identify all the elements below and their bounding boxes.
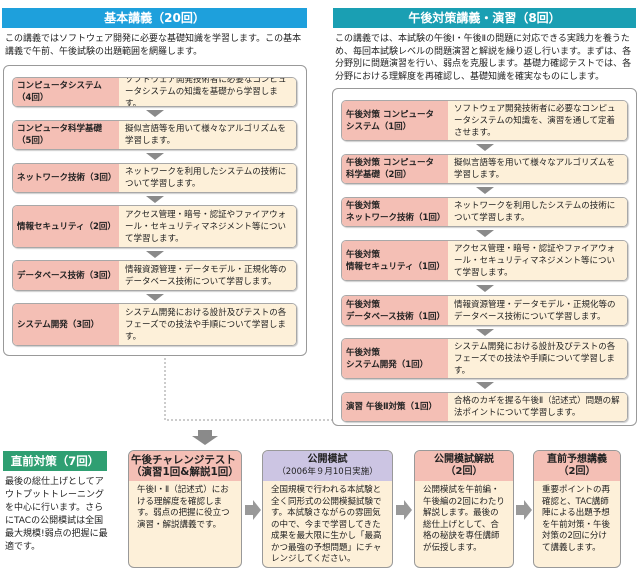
course-row: 演習 午後Ⅱ対策（1回）合格のカギを握る午後Ⅱ（記述式）問題の解法ポイントについ… xyxy=(341,392,628,422)
step-body: 全国規模で行われる本試験と全く同形式の公開模擬試験です。本試験さながらの雰囲気の… xyxy=(271,485,382,564)
arrow-down-icon xyxy=(145,195,164,203)
course-row: 午後対策 ネットワーク技術（1回）ネットワークを利用したシステムの技術について学… xyxy=(341,197,628,227)
course-description: 情報資源管理・データモデル・正規化等のデータベース技術について学習します。 xyxy=(119,261,296,290)
step-public-mock-exam: 公開模試 （2006年９月10日実施） 全国規模で行われる本試験と全く同形式の公開… xyxy=(262,450,393,568)
course-label: 午後対策 情報セキュリティ（1回） xyxy=(342,241,448,280)
course-label: 午後対策 データベース技術（1回） xyxy=(342,296,448,325)
arrow-down-icon xyxy=(475,328,494,336)
step-title: 公開模試 xyxy=(307,454,348,465)
course-description: ネットワークを利用したシステムの技術について学習します。 xyxy=(119,164,296,192)
step-body: 公開模試を午前編・午後編の2回にわたり解説します。最後の総仕上げとして、合格の秘… xyxy=(423,485,505,553)
arrow-down-icon xyxy=(475,284,494,292)
basic-lecture-header: 基本講義（20回） xyxy=(2,8,307,28)
arrow-down-icon xyxy=(145,110,164,117)
afternoon-lecture-header: 午後対策講義・演習（8回） xyxy=(333,8,636,28)
step-title: 午後チャレンジテスト xyxy=(131,454,236,466)
course-label: 午後対策 ネットワーク技術（1回） xyxy=(342,198,448,226)
final-prep-intro: 最後の総仕上げとしてアウトプットトレーニングを中心に行います。さらにTACの公開… xyxy=(5,477,108,552)
arrow-down-icon xyxy=(475,187,494,194)
course-description: システム開発における設計及びテストの各フェーズでの技法や手順について学習します。 xyxy=(119,304,296,345)
step-title: 直前予想講義 xyxy=(547,454,607,465)
step-afternoon-challenge-test: 午後チャレンジテスト（演習1回&解説1回） 午後Ⅰ・Ⅱ（記述式）における理解度を… xyxy=(128,450,242,568)
course-row: システム開発（3回）システム開発における設計及びテストの各フェーズでの技法や手順… xyxy=(12,303,297,346)
step-subtitle: （2回） xyxy=(445,466,483,477)
arrow-down-icon xyxy=(475,230,494,237)
course-label: コンピュータシステム （4回） xyxy=(13,78,119,106)
arrow-down-icon xyxy=(475,382,494,389)
flow-connector-dotted xyxy=(164,358,332,445)
final-prep-header: 直前対策（7回） xyxy=(3,451,107,471)
course-row: 午後対策 システム開発（1回）システム開発における設計及びテストの各フェーズでの… xyxy=(341,338,628,379)
course-description: 合格のカギを握る午後Ⅱ（記述式）問題の解法ポイントについて学習します。 xyxy=(448,393,627,421)
arrow-down-icon xyxy=(475,144,494,151)
course-description: ソフトウェア開発技術者に必要なコンピュータシステムの知識を基礎から学習します。 xyxy=(119,78,296,106)
course-description: 擬似言語等を用いて様々なアルゴリズムを学習します。 xyxy=(448,155,627,183)
arrow-down-icon xyxy=(145,250,164,258)
course-description: 情報資源管理・データモデル・正規化等のデータベース技術について学習します。 xyxy=(448,296,627,325)
step-mock-exam-review: 公開模試解説（2回） 公開模試を午前編・午後編の2回にわたり解説します。最後の総… xyxy=(414,450,514,568)
course-label: ネットワーク技術（3回） xyxy=(13,164,119,192)
step-subtitle: （2006年９月10日実施） xyxy=(277,467,378,477)
arrow-right-icon xyxy=(245,500,261,520)
course-row: 午後対策 情報セキュリティ（1回）アクセス管理・暗号・認証やファイアウォール・セ… xyxy=(341,240,628,281)
course-row: コンピュータシステム （4回）ソフトウェア開発技術者に必要なコンピュータシステム… xyxy=(12,77,297,107)
course-row: 情報セキュリティ（2回）アクセス管理・暗号・認証やファイアウォール・セキュリティ… xyxy=(12,205,297,248)
arrow-down-icon xyxy=(145,293,164,301)
course-row: 午後対策 コンピュータ システム（1回）ソフトウェア開発技術者に必要なコンピュー… xyxy=(341,100,628,141)
arrow-right-icon xyxy=(396,500,412,520)
course-description: システム開発における設計及びテストの各フェーズでの技法や手順について学習します。 xyxy=(448,339,627,378)
course-label: 演習 午後Ⅱ対策（1回） xyxy=(342,393,448,421)
course-label: データベース技術（3回） xyxy=(13,261,119,290)
course-description: ネットワークを利用したシステムの技術について学習します。 xyxy=(448,198,627,226)
course-row: 午後対策 データベース技術（1回）情報資源管理・データモデル・正規化等のデータベ… xyxy=(341,295,628,326)
step-subtitle: （2回） xyxy=(558,466,596,477)
step-body: 重要ポイントの再確認と、TAC講師陣による出題予想を午前対策・午後対策の2回に分… xyxy=(542,485,611,553)
course-row: コンピュータ科学基礎 （5回）擬似言語等を用いて様々なアルゴリズムを学習します。 xyxy=(12,120,297,150)
step-body: 午後Ⅰ・Ⅱ（記述式）における理解度を確認します。弱点の把握に役立つ演習・解説講義… xyxy=(137,485,230,530)
afternoon-lecture-intro: この講義では、本試験の午後Ⅰ・午後Ⅱの問題に対応できる実践力を養うため、毎回本試… xyxy=(335,34,632,82)
step-final-prediction-lecture: 直前予想講義（2回） 重要ポイントの再確認と、TAC講師陣による出題予想を午前対… xyxy=(533,450,621,568)
course-label: コンピュータ科学基礎 （5回） xyxy=(13,121,119,149)
step-title: 公開模試解説 xyxy=(434,454,494,465)
course-label: 情報セキュリティ（2回） xyxy=(13,206,119,247)
course-description: 擬似言語等を用いて様々なアルゴリズムを学習します。 xyxy=(119,121,296,149)
course-label: 午後対策 システム開発（1回） xyxy=(342,339,448,378)
course-description: ソフトウェア開発技術者に必要なコンピュータシステムの知識を、演習を通して定着させ… xyxy=(448,101,627,140)
course-description: アクセス管理・暗号・認証やファイアウォール・セキュリティマネジメント等について学… xyxy=(119,206,296,247)
course-label: システム開発（3回） xyxy=(13,304,119,345)
course-row: データベース技術（3回）情報資源管理・データモデル・正規化等のデータベース技術に… xyxy=(12,260,297,291)
course-row: ネットワーク技術（3回）ネットワークを利用したシステムの技術について学習します。 xyxy=(12,163,297,193)
course-description: アクセス管理・暗号・認証やファイアウォール・セキュリティマネジメント等について学… xyxy=(448,241,627,280)
arrow-down-icon xyxy=(145,153,164,160)
course-row: 午後対策 コンピュータ 科学基礎（2回）擬似言語等を用いて様々なアルゴリズムを学… xyxy=(341,154,628,184)
course-label: 午後対策 コンピュータ 科学基礎（2回） xyxy=(342,155,448,183)
step-subtitle: （演習1回&解説1回） xyxy=(131,466,239,478)
arrow-right-icon xyxy=(516,500,532,520)
course-label: 午後対策 コンピュータ システム（1回） xyxy=(342,101,448,140)
basic-lecture-intro: この講義ではソフトウェア開発に必要な基礎知識を学習します。この基本講義で午前、午… xyxy=(5,34,302,57)
